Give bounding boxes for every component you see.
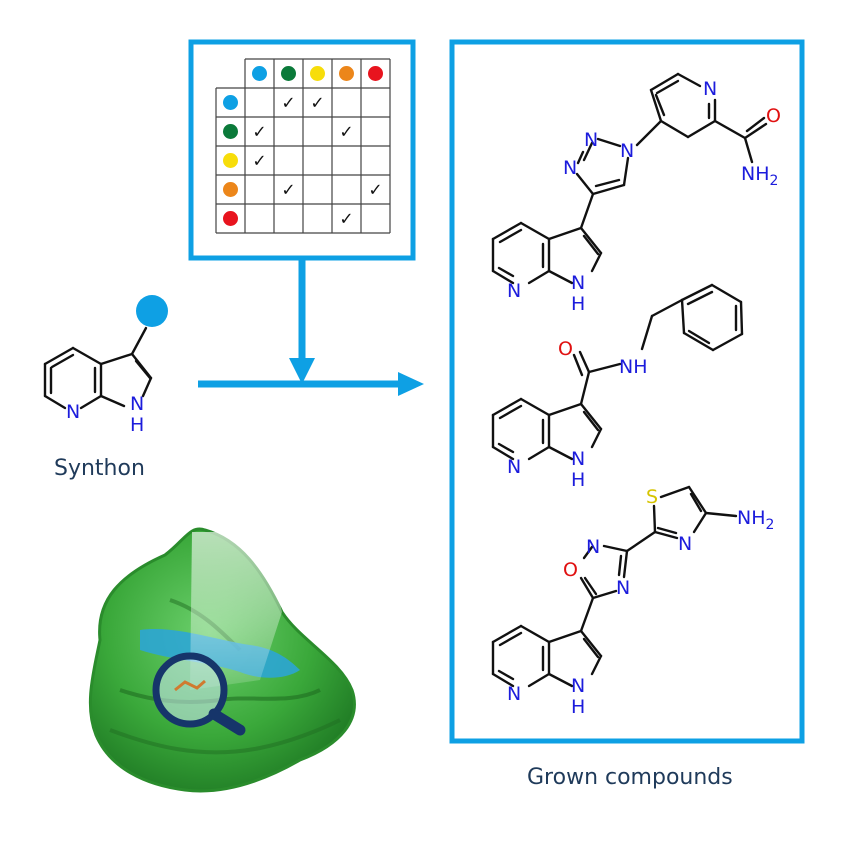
synthon-structure [43, 326, 153, 410]
c2-core-n: N [507, 456, 521, 478]
compound-1-structure [491, 72, 768, 285]
matrix-check-mark: ✓ [252, 123, 266, 143]
matrix-check-mark: ✓ [368, 181, 382, 201]
matrix-row-dot-red [223, 211, 238, 226]
c1-pyridine-n: N [703, 78, 717, 100]
matrix-check-mark: ✓ [281, 181, 295, 201]
c3-core-n: N [507, 683, 521, 705]
focus-beam [190, 532, 282, 690]
matrix-col-dot-orange [339, 66, 354, 81]
c1-core-nh-h: H [571, 293, 585, 315]
grown-compounds-caption: Grown compounds [527, 765, 733, 790]
down-arrow-head [289, 358, 315, 384]
matrix-check-mark: ✓ [281, 94, 295, 114]
synthon-n-label: N [66, 401, 80, 423]
right-arrow-head [398, 372, 424, 396]
compatibility-matrix-panel: ✓ ✓ ✓ ✓ ✓ ✓ ✓ ✓ [188, 39, 416, 261]
synthon-attachment-dot [136, 295, 168, 327]
synthon-caption: Synthon [54, 456, 145, 481]
c3-oxadiazole-o: O [563, 559, 578, 581]
c1-core-n: N [507, 280, 521, 302]
c1-triazole-n2: N [584, 129, 598, 151]
compound-3-structure [491, 485, 738, 688]
matrix-check-mark: ✓ [310, 94, 324, 114]
c1-nh2: NH2 [741, 163, 778, 189]
matrix-col-dot-red [368, 66, 383, 81]
matrix-check-mark: ✓ [252, 152, 266, 172]
c3-core-nh-h: H [571, 696, 585, 718]
matrix-row-dot-orange [223, 182, 238, 197]
c3-thiazole-s: S [646, 486, 658, 508]
synthon-nh-h-label: H [130, 414, 144, 436]
c1-carbonyl-o: O [766, 105, 781, 127]
matrix-col-dot-yellow [310, 66, 325, 81]
synthon-nh-n-label: N [130, 393, 144, 415]
c3-nh2: NH2 [737, 507, 774, 533]
c2-core-nh-n: N [571, 448, 585, 470]
c2-carbonyl-o: O [558, 338, 573, 360]
c2-amide-nh: NH [619, 356, 648, 378]
compound-2-structure [491, 283, 744, 461]
c3-oxadiazole-n2: N [616, 577, 630, 599]
protein-surface [88, 527, 356, 793]
c1-core-nh-n: N [571, 272, 585, 294]
matrix-row-dot-green [223, 124, 238, 139]
matrix-col-dot-blue [252, 66, 267, 81]
c3-thiazole-n: N [678, 533, 692, 555]
c2-core-nh-h: H [571, 469, 585, 491]
c1-triazole-n1: N [620, 140, 634, 162]
c3-core-nh-n: N [571, 675, 585, 697]
matrix-row-dot-blue [223, 95, 238, 110]
flow-arrows [198, 258, 424, 396]
matrix-row-dot-yellow [223, 153, 238, 168]
matrix-col-dot-green [281, 66, 296, 81]
c3-oxadiazole-n1: N [586, 536, 600, 558]
magnifier-icon [152, 652, 246, 736]
matrix-check-mark: ✓ [339, 123, 353, 143]
c1-triazole-n3: N [563, 157, 577, 179]
matrix-grid: ✓ ✓ ✓ ✓ ✓ ✓ ✓ ✓ [215, 58, 391, 234]
matrix-check-mark: ✓ [339, 210, 353, 230]
